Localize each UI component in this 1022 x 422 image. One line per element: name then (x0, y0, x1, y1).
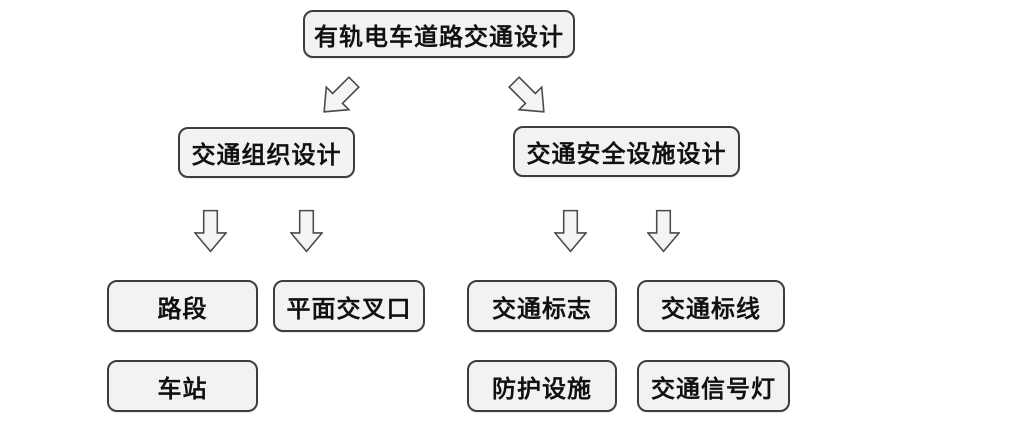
leaf-node-traffic-signs: 交通标志 (467, 280, 617, 332)
branch-node-traffic-organization: 交通组织设计 (178, 127, 355, 178)
root-node: 有轨电车道路交通设计 (303, 10, 575, 58)
branch-node-traffic-safety-facilities: 交通安全设施设计 (513, 126, 740, 177)
leaf-node-protective-facilities: 防护设施 (467, 360, 617, 412)
leaf-node-road-section: 路段 (107, 280, 258, 332)
down-right-arrow-icon (501, 69, 558, 126)
down-arrow-icon (194, 209, 227, 253)
down-arrow-icon (290, 209, 323, 253)
down-arrow-icon (647, 209, 680, 253)
leaf-node-traffic-signal-lights: 交通信号灯 (637, 360, 790, 412)
leaf-node-traffic-markings: 交通标线 (637, 280, 785, 332)
down-left-arrow-icon (311, 69, 368, 126)
down-arrow-icon (554, 209, 587, 253)
leaf-node-at-grade-intersection: 平面交叉口 (273, 280, 425, 332)
leaf-node-station: 车站 (107, 360, 258, 412)
